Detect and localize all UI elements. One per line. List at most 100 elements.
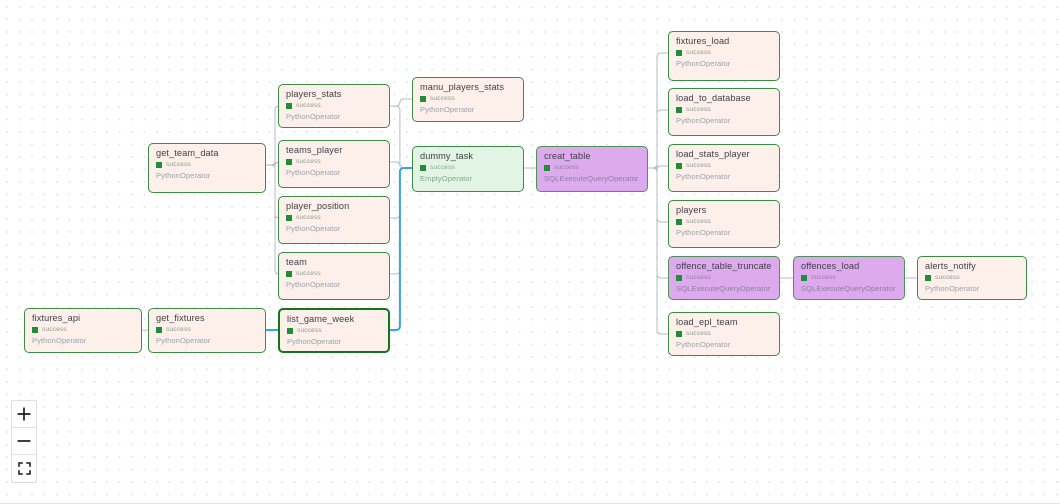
- task-status-label: success: [935, 273, 960, 281]
- task-status-label: success: [554, 163, 579, 171]
- task-operator-label: SQLExecuteQueryOperator: [676, 283, 771, 293]
- task-status-badge: success: [676, 105, 772, 114]
- task-status-badge: success: [286, 101, 382, 110]
- success-swatch-icon: [286, 271, 292, 278]
- task-status-label: success: [296, 101, 321, 109]
- success-swatch-icon: [286, 215, 292, 222]
- fit-view-button[interactable]: [12, 455, 36, 482]
- task-node-title: get_team_data: [156, 148, 219, 158]
- task-operator-label: PythonOperator: [286, 111, 341, 121]
- edge-player_position-to-dummy_task: [390, 167, 412, 219]
- edge-creat_table-to-offence_table_truncate: [648, 167, 668, 279]
- task-operator-label: PythonOperator: [676, 227, 731, 237]
- task-status-label: success: [166, 325, 191, 333]
- task-node-title: manu_players_stats: [420, 82, 505, 92]
- task-operator-label: SQLExecuteQueryOperator: [801, 283, 896, 293]
- task-status-badge: success: [420, 163, 516, 172]
- task-status-badge: success: [286, 157, 382, 166]
- task-operator-label: PythonOperator: [156, 170, 211, 180]
- task-status-label: success: [686, 105, 711, 113]
- task-node-title: dummy_task: [420, 151, 474, 161]
- task-operator-label: PythonOperator: [32, 335, 87, 345]
- success-swatch-icon: [286, 103, 292, 110]
- task-status-badge: success: [676, 49, 772, 57]
- success-swatch-icon: [287, 328, 293, 335]
- task-status-label: success: [296, 213, 321, 221]
- edge-teams_player-to-dummy_task: [390, 161, 412, 169]
- task-node-title: team: [286, 257, 307, 267]
- task-node-title: fixtures_api: [32, 313, 81, 323]
- task-operator-label: SQLExecuteQueryOperator: [544, 173, 639, 183]
- task-node-title: offence_table_truncate: [676, 261, 772, 271]
- success-swatch-icon: [544, 165, 550, 172]
- edge-creat_table-to-load_to_database: [648, 109, 668, 169]
- success-swatch-icon: [32, 327, 38, 334]
- task-operator-label: PythonOperator: [420, 104, 475, 114]
- zoom-in-button[interactable]: [12, 401, 36, 428]
- task-node-title: player_position: [286, 201, 350, 211]
- task-operator-label: PythonOperator: [925, 283, 980, 293]
- task-status-badge: success: [676, 330, 772, 338]
- task-node-title: load_stats_player: [676, 149, 750, 159]
- viewport-controls[interactable]: [11, 400, 37, 483]
- task-operator-label: PythonOperator: [287, 336, 342, 346]
- task-status-badge: success: [544, 163, 640, 172]
- task-operator-label: EmptyOperator: [420, 173, 473, 183]
- task-status-label: success: [430, 163, 455, 171]
- task-operator-label: PythonOperator: [286, 223, 341, 233]
- task-status-label: success: [297, 326, 322, 334]
- task-status-badge: success: [420, 95, 516, 103]
- task-node-title: players: [676, 205, 707, 215]
- success-swatch-icon: [676, 275, 682, 282]
- task-operator-label: PythonOperator: [676, 339, 731, 349]
- zoom-out-button[interactable]: [12, 428, 36, 455]
- edge-players_stats-to-manu_players_stats: [390, 98, 412, 107]
- task-status-badge: success: [286, 213, 382, 222]
- task-node-title: fixtures_load: [676, 36, 730, 46]
- task-operator-label: PythonOperator: [286, 279, 341, 289]
- edge-list_game_week-to-dummy_task: [390, 167, 412, 331]
- task-status-label: success: [42, 325, 67, 333]
- task-operator-label: PythonOperator: [676, 171, 731, 181]
- success-swatch-icon: [420, 165, 426, 172]
- task-node-title: list_game_week: [287, 314, 355, 324]
- task-status-badge: success: [287, 326, 381, 335]
- task-status-badge: success: [156, 160, 258, 169]
- task-status-label: success: [686, 161, 711, 169]
- task-node-title: get_fixtures: [156, 313, 205, 323]
- task-status-badge: success: [925, 273, 1019, 282]
- task-node-title: creat_table: [544, 151, 591, 161]
- edge-team-to-dummy_task: [390, 167, 412, 275]
- success-swatch-icon: [676, 107, 682, 114]
- success-swatch-icon: [286, 159, 292, 166]
- success-swatch-icon: [156, 162, 162, 169]
- task-operator-label: PythonOperator: [676, 58, 731, 68]
- task-status-label: success: [166, 160, 191, 168]
- task-status-label: success: [686, 217, 711, 225]
- task-operator-label: PythonOperator: [676, 115, 731, 125]
- success-swatch-icon: [676, 219, 682, 226]
- task-status-label: success: [296, 157, 321, 165]
- success-swatch-icon: [676, 163, 682, 170]
